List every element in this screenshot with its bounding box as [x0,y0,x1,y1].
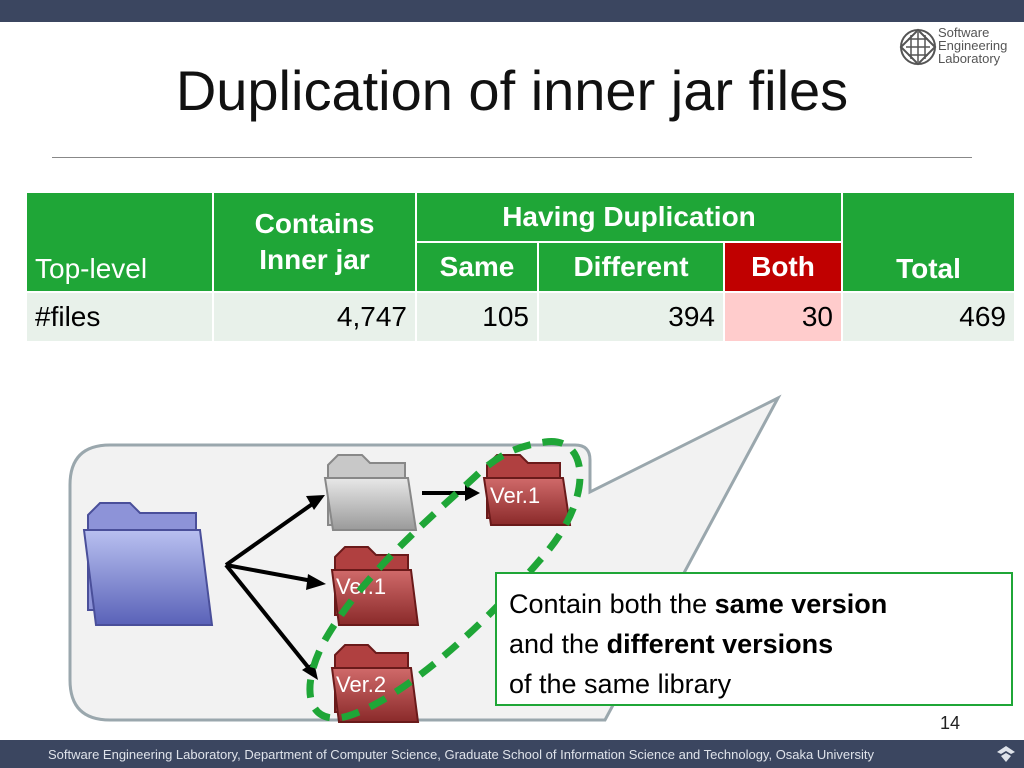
folder-ver1-top-label: Ver.1 [490,483,540,508]
cell-total: 469 [841,291,1016,343]
arrow-to-gray-folder [224,498,320,567]
lab-logo-text: Software Engineering Laboratory [938,26,1007,65]
lab-logo: Software Engineering Laboratory [896,24,1024,70]
logo-line-1: Software [938,25,990,40]
footer-logo-icon [997,746,1015,762]
folder-ver2-icon: Ver.2 [330,644,420,723]
callout-line-3: of the same library [509,669,732,699]
header-top-level: Top-level [25,191,214,293]
callout-text-1: Contain both the [509,589,715,619]
title-divider [52,157,972,158]
highlight-dashed-ellipse [306,438,584,722]
diagram-arrows [224,491,470,674]
top-bar [0,0,1024,22]
cell-both: 30 [723,291,843,343]
cell-same: 105 [415,291,539,343]
callout-line-2: and the different versions [509,624,999,664]
logo-line-3: Laboratory [938,51,1001,66]
callout-text-2: and the [509,629,607,659]
footer-text: Software Engineering Laboratory, Departm… [48,747,874,762]
arrow-to-bottom-folder [224,563,314,674]
row-label: #files [25,291,214,343]
callout-bold-2: different versions [606,629,834,659]
cell-different: 394 [537,291,725,343]
page-title: Duplication of inner jar files [175,59,849,122]
root-folder-icon [82,502,214,626]
duplication-table: Top-level Contains Inner jar Having Dupl… [25,191,1016,343]
folder-ver2-label: Ver.2 [336,672,386,697]
callout-line-1: Contain both the same version [509,584,999,624]
header-total: Total [841,191,1016,293]
header-contains-inner-jar: Contains Inner jar [212,191,417,293]
callout-bold-1: same version [714,589,888,619]
lab-logo-icon [899,28,937,66]
header-both: Both [723,241,843,293]
cell-contains: 4,747 [212,291,417,343]
folder-ver1-top-icon: Ver.1 [482,454,572,526]
footer-bar: Software Engineering Laboratory, Departm… [0,740,1024,768]
callout-box: Contain both the same version and the di… [495,572,1013,706]
arrow-to-mid-folder [225,563,319,584]
header-having-duplication: Having Duplication [415,191,843,243]
gray-folder-icon [323,454,418,531]
header-different: Different [537,241,725,293]
page-number: 14 [940,713,961,733]
logo-line-2: Engineering [938,38,1008,53]
header-same: Same [415,241,539,293]
